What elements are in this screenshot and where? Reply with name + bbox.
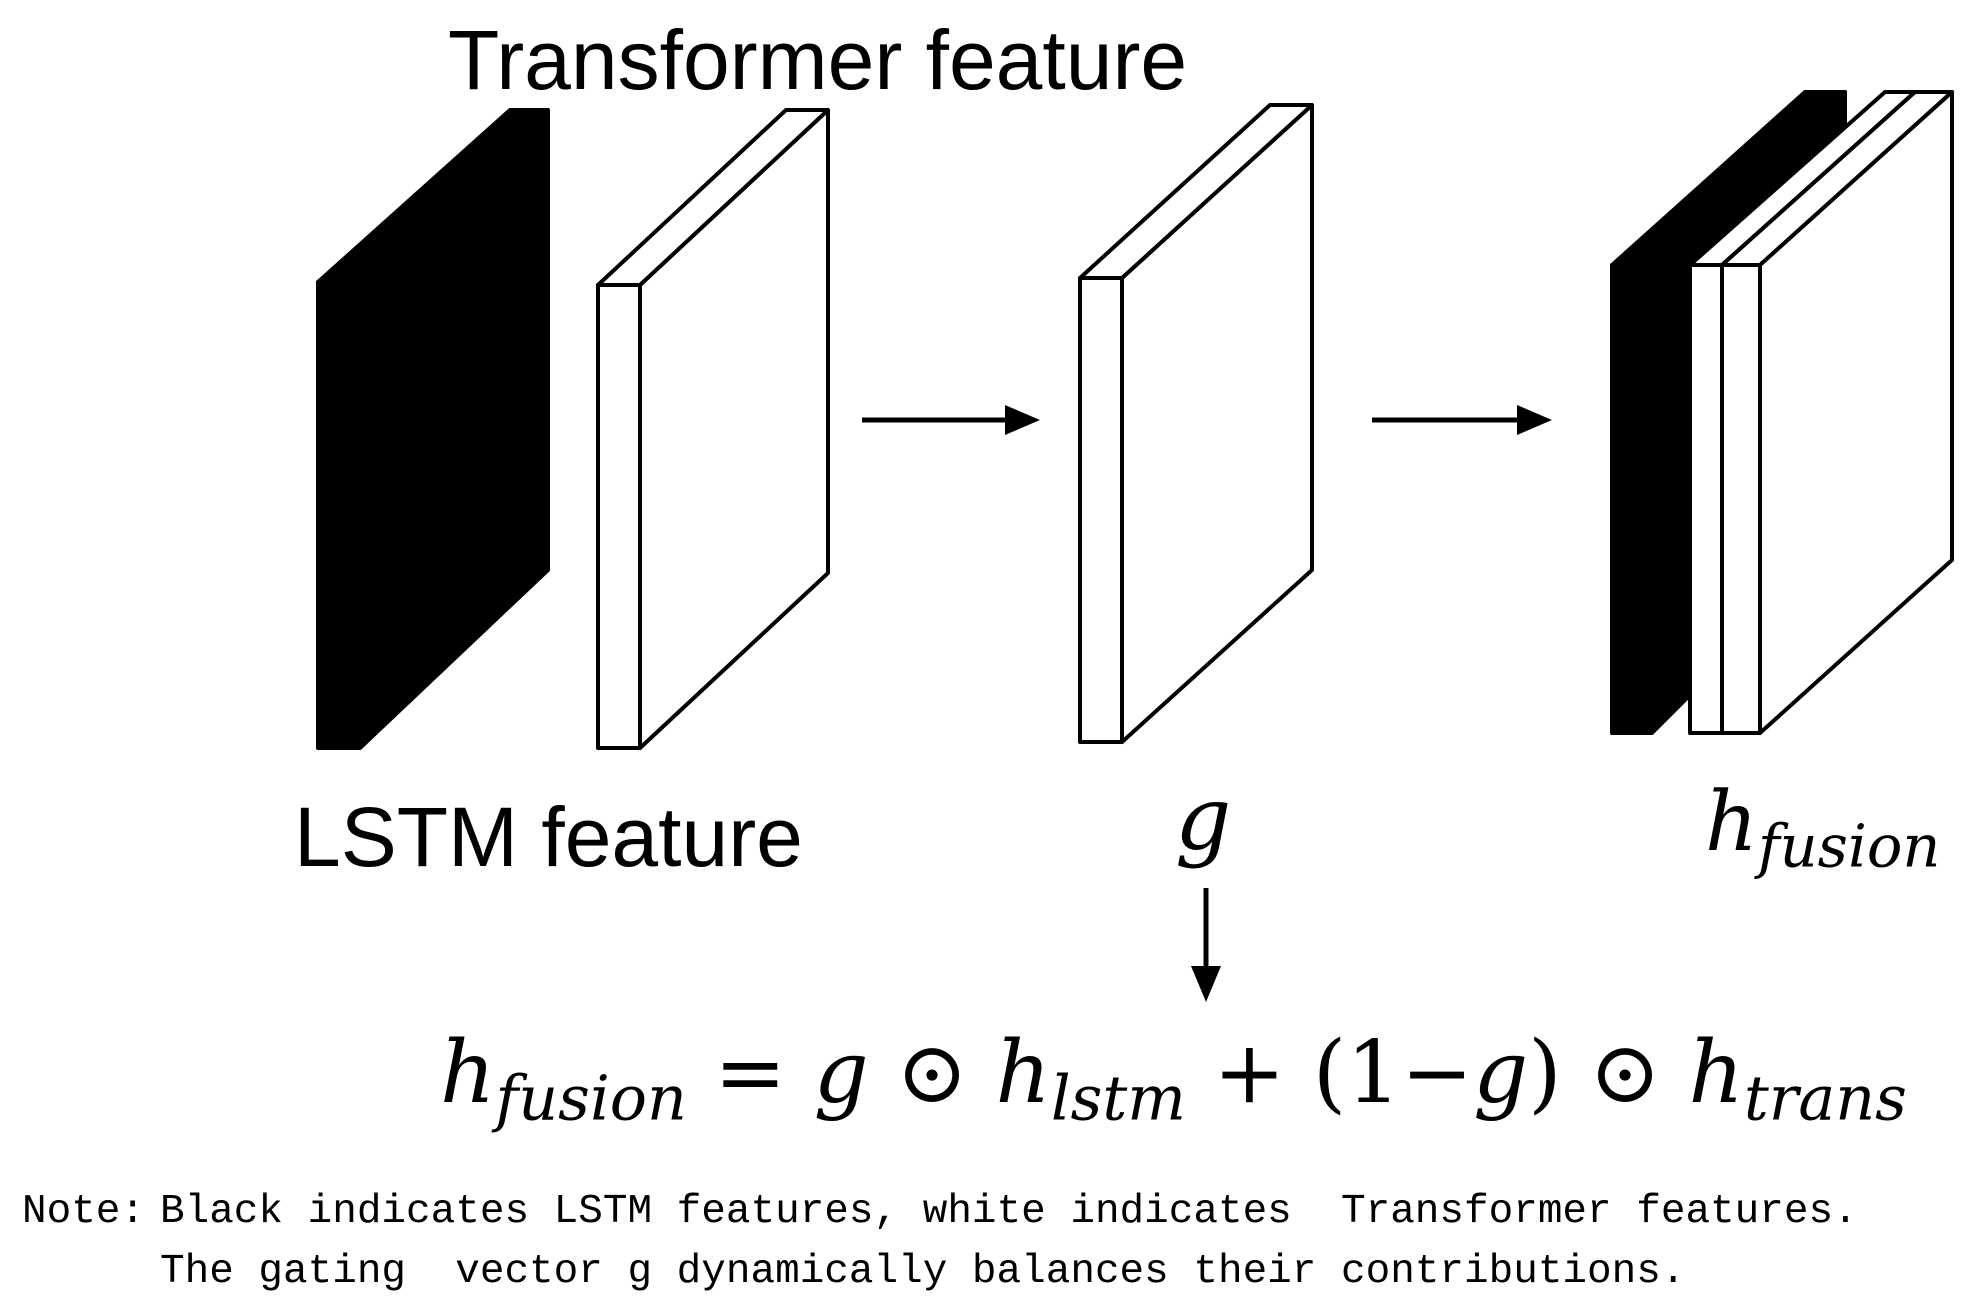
eq-hadamard-1: ⊙ xyxy=(896,1023,969,1123)
fusion-block xyxy=(1610,90,1954,735)
eq-lhs-subscript: fusion xyxy=(495,1062,687,1135)
note-line-2: The gating vector g dynamically balances… xyxy=(160,1249,1686,1295)
lstm-feature-block xyxy=(316,108,550,750)
eq-h-lstm-base: h xyxy=(995,1023,1051,1123)
eq-one-minus: (1− xyxy=(1312,1023,1474,1123)
arrow-gate-to-fusion xyxy=(1372,405,1552,435)
gate-label: g xyxy=(1175,767,1232,870)
eq-hadamard-2: ⊙ xyxy=(1589,1023,1662,1123)
transformer-feature-block xyxy=(596,108,830,750)
eq-h-lstm-subscript: lstm xyxy=(1050,1062,1186,1135)
fusion-label-base: h xyxy=(1705,775,1758,870)
eq-plus: + xyxy=(1213,1023,1286,1123)
eq-h-trans-subscript: trans xyxy=(1743,1062,1907,1135)
fusion-label-subscript: fusion xyxy=(1757,811,1941,881)
arrow-features-to-gate xyxy=(862,405,1040,435)
eq-close-paren: ) xyxy=(1528,1023,1562,1123)
arrow-gate-to-equation xyxy=(1191,888,1221,1002)
eq-gate-2: g xyxy=(1473,1023,1529,1123)
note-line-1: Black indicates LSTM features, white ind… xyxy=(160,1189,1858,1235)
eq-equals: = xyxy=(714,1023,787,1123)
fusion-equation: hfusion = g ⊙ hlstm + (1−g) ⊙ htrans xyxy=(440,1030,1907,1129)
eq-gate-1: g xyxy=(813,1023,869,1123)
transformer-feature-label: Transformer feature xyxy=(448,13,1188,107)
fusion-label: hfusion xyxy=(1705,782,1940,876)
eq-h-trans-base: h xyxy=(1688,1023,1744,1123)
eq-lhs-base: h xyxy=(440,1023,496,1123)
note-prefix: Note: xyxy=(22,1189,146,1235)
gate-block xyxy=(1078,103,1314,744)
lstm-feature-label: LSTM feature xyxy=(294,790,803,884)
